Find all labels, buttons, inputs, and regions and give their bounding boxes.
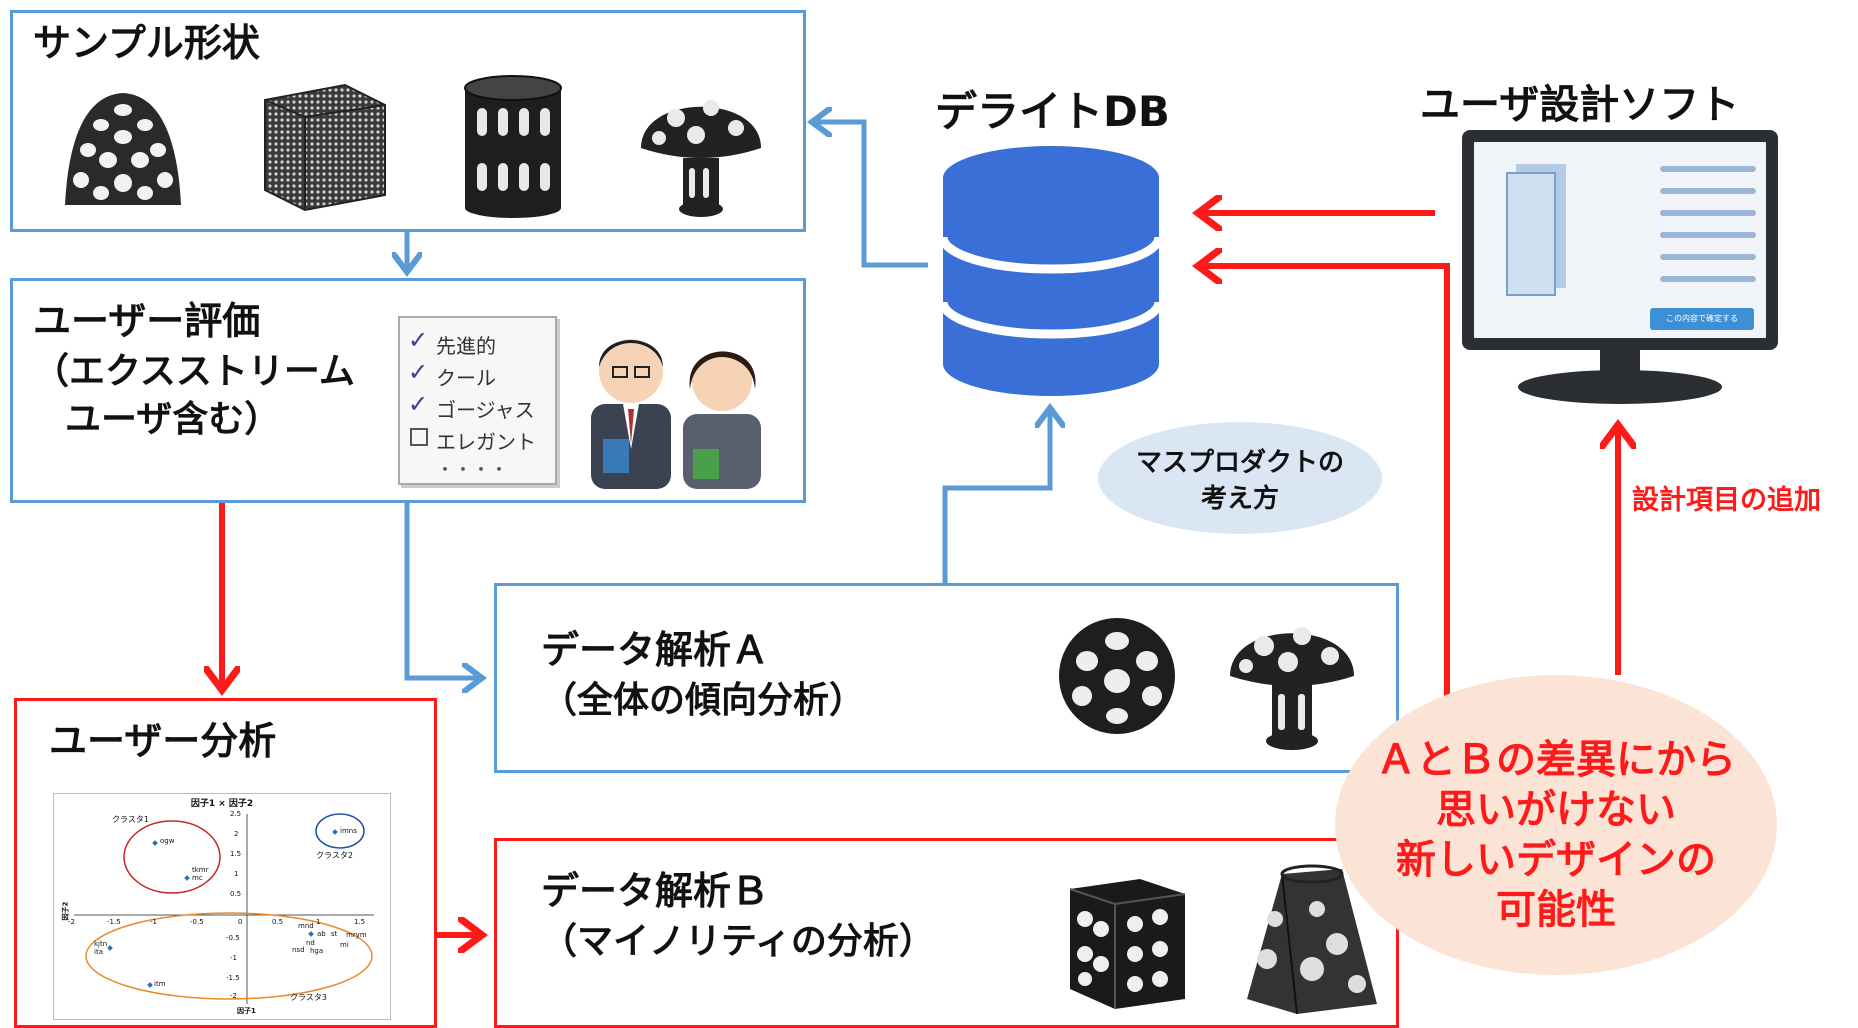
y-tick-3: 1.5 (230, 850, 242, 858)
slider-list (1660, 160, 1756, 298)
scatter-title: 因子1 × 因子2 (190, 799, 254, 809)
arrow-db-to-sample (812, 122, 928, 268)
point-label-mc: mc (192, 874, 203, 882)
checklist-paper: 先進的 クール ゴージャス エレガント ✓ ✓ ✓ ・・・・ (398, 316, 557, 485)
cluster-label-1: クラスタ1 (112, 815, 149, 824)
sample-shape-mesh-cube-image (264, 83, 386, 212)
scatter-plot: 因子1 × 因子2 クラスタ1 クラスタ2 クラスタ3 ogw tkmr mc … (53, 793, 391, 1020)
checkmark-icon: ✓ (408, 358, 429, 386)
point-label-nsd: nsd (292, 946, 305, 954)
point-label-ogw: ogw (160, 837, 175, 845)
analysis-b-title: データ解析Ｂ (541, 869, 770, 913)
checkbox-icon (410, 428, 428, 446)
analysis-b-triangle-prism-image (1069, 879, 1186, 1009)
x-tick-2: -1.5 (107, 918, 121, 926)
sample-shape-mushroom-image (641, 100, 761, 217)
point-label-mrym: mrym (346, 931, 367, 939)
y-tick-2: 2 (234, 830, 239, 838)
monitor-screen: この内容で確定する (1474, 142, 1766, 338)
y-tick-7: -1 (230, 954, 237, 962)
point-label-tkmr: tkmr (192, 866, 209, 874)
confirm-button[interactable]: この内容で確定する (1650, 308, 1754, 330)
possibility-line3: 新しいデザインの (1396, 837, 1716, 883)
y-tick-1: 2.5 (230, 810, 242, 818)
user-analysis-title: ユーザー分析 (49, 719, 277, 763)
user-analysis-box: ユーザー分析 因子1 × 因子2 クラスタ1 クラスタ2 クラスタ3 ogw t… (14, 698, 437, 1028)
point-label-ab: ab (317, 930, 326, 938)
x-tick-3: -1 (150, 918, 157, 926)
scatter-canvas (74, 813, 374, 1004)
arrow-possibility-to-db (1198, 266, 1450, 700)
possibility-line2: 思いがけない (1436, 787, 1676, 833)
point-label-kjtn: kjtn (94, 940, 108, 948)
analysis-b-box: データ解析Ｂ （マイノリティの分析） (494, 838, 1399, 1028)
software-label: ユーザ設計ソフト (1420, 82, 1740, 128)
user-evaluation-line2: （エクスストリーム (33, 351, 355, 392)
monitor-base (1518, 370, 1722, 404)
arrow-analysis-a-to-db (942, 408, 1050, 583)
cluster-label-2: クラスタ2 (316, 851, 353, 860)
y-tick-6: -0.5 (226, 934, 240, 942)
x-tick-7: 1 (316, 918, 321, 926)
point-label-nd: nd (306, 939, 315, 947)
mass-product-line1: マスプロダクトの (1135, 448, 1344, 478)
arrow-eval-to-analysis-a (404, 503, 482, 678)
x-tick-4: -0.5 (190, 918, 204, 926)
sample-shapes-box: サンプル形状 (10, 10, 806, 232)
dots-icon: ・・・・ (436, 460, 508, 481)
point-label-imns: imns (340, 827, 357, 835)
db-label: デライトDB (935, 87, 1170, 136)
mass-product-ellipse: マスプロダクトの 考え方 (1098, 422, 1382, 534)
checkmark-icon: ✓ (408, 326, 429, 354)
y-tick-9: -2 (230, 992, 237, 1000)
mass-product-line2: 考え方 (1200, 484, 1279, 514)
point-label-ita: ita (94, 948, 103, 956)
sample-shape-cylinder-image (464, 75, 562, 218)
y-tick-5: 0.5 (230, 890, 242, 898)
analysis-a-sphere-image (1059, 618, 1175, 734)
analysis-a-box: データ解析Ａ （全体の傾向分析） (494, 583, 1399, 773)
point-label-mi: mi (340, 941, 349, 949)
scatter-ylabel: 因子2 (61, 901, 70, 921)
checklist-item-2: クール (436, 366, 496, 390)
sample-shape-bell-image (65, 93, 181, 205)
user-evaluation-title: ユーザー評価 (33, 299, 261, 343)
possibility-line4: 可能性 (1496, 887, 1616, 933)
possibility-ellipse: ＡとＢの差異にから 思いがけない 新しいデザインの 可能性 (1335, 675, 1777, 975)
point-label-hga: hga (310, 947, 324, 955)
y-tick-4: 1 (234, 870, 239, 878)
checklist-item-4: エレガント (436, 430, 536, 454)
scatter-xlabel: 因子1 (237, 1007, 256, 1015)
point-label-itm: itm (154, 980, 166, 988)
x-tick-5: 0 (238, 918, 243, 926)
analysis-a-title: データ解析Ａ (541, 628, 770, 672)
analysis-a-subtitle: （全体の傾向分析） (541, 680, 866, 721)
y-tick-8: -1.5 (226, 974, 240, 982)
checklist-item-1: 先進的 (436, 334, 496, 358)
x-tick-8: 1.5 (354, 918, 366, 926)
x-tick-6: 0.5 (272, 918, 284, 926)
evaluators-illustration (591, 339, 761, 489)
x-tick-1: -2 (68, 918, 75, 926)
box-model-icon (1506, 172, 1556, 296)
sample-shapes-title: サンプル形状 (33, 21, 260, 65)
user-evaluation-line3: ユーザ含む） (65, 399, 281, 440)
design-item-add-label: 設計項目の追加 (1632, 485, 1821, 516)
point-label-mnd: mnd (298, 922, 314, 930)
analysis-b-subtitle: （マイノリティの分析） (541, 921, 935, 962)
point-label-st: st (331, 930, 338, 938)
possibility-line1: ＡとＢの差異にから (1376, 737, 1736, 783)
monitor-icon: この内容で確定する (1462, 130, 1778, 404)
checkmark-icon: ✓ (408, 390, 429, 418)
analysis-b-pyramid-lamp-image (1247, 864, 1377, 1015)
user-evaluation-box: ユーザー評価 （エクスストリーム ユーザ含む） 先進的 クール ゴージャス エレ… (10, 278, 806, 503)
checklist-item-3: ゴージャス (436, 398, 535, 422)
cluster-label-3: クラスタ3 (290, 993, 327, 1002)
analysis-a-mushroom-image (1230, 627, 1354, 750)
database-icon (938, 146, 1164, 396)
